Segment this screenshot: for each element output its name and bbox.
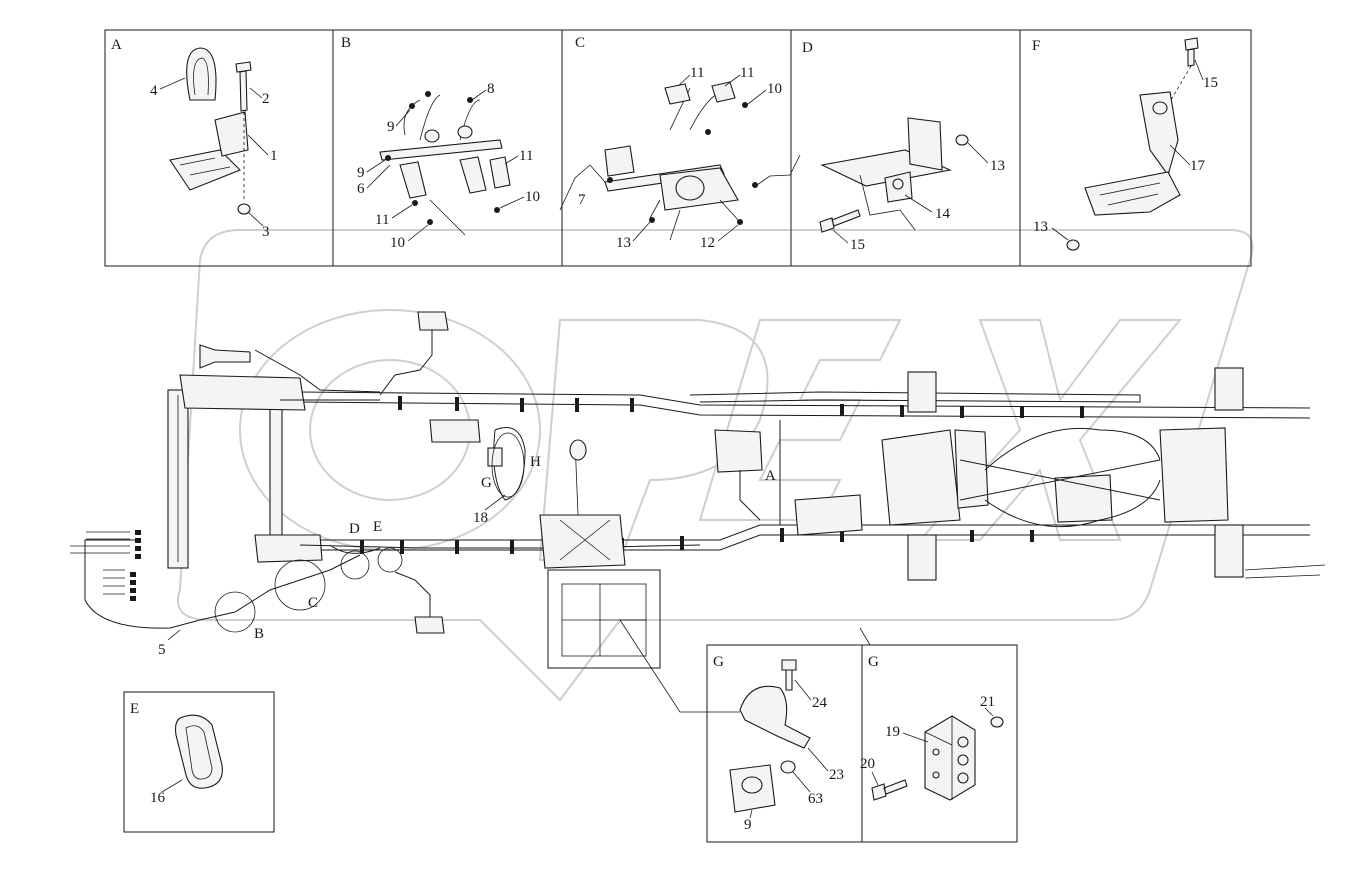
saddle-clamp xyxy=(739,685,811,749)
locator-e: E xyxy=(373,519,382,535)
detail-panel-d: D 13 14 15 xyxy=(790,29,1021,267)
detail-panel-c: C 11 11 10 7 13 12 xyxy=(559,29,801,267)
nut xyxy=(237,203,251,215)
locator-a: A xyxy=(765,468,776,484)
callout-g1-63: 63 xyxy=(808,791,823,807)
bolt-d xyxy=(819,209,861,233)
callout-main-5: 5 xyxy=(158,642,166,658)
lamp-top xyxy=(417,311,449,331)
callout-c-13: 13 xyxy=(616,235,631,251)
callout-a-3: 3 xyxy=(262,224,270,240)
detail-panel-g1: G 24 23 63 9 xyxy=(706,644,863,843)
callout-b-9b: 9 xyxy=(357,165,365,181)
fuel-tank xyxy=(547,569,661,669)
locator-g: G xyxy=(481,475,492,491)
callout-d-15: 15 xyxy=(850,237,865,253)
rear-axle-right xyxy=(1159,427,1229,523)
bolt-f xyxy=(1184,37,1199,67)
clamp-strap xyxy=(186,47,217,101)
panel-d-letter: D xyxy=(802,40,813,56)
horn xyxy=(199,344,251,369)
callout-c-10: 10 xyxy=(767,81,782,97)
panel-g1-letter: G xyxy=(713,654,724,670)
rear-axle-left xyxy=(881,429,961,526)
locator-circle-b xyxy=(214,591,256,633)
valve-block xyxy=(429,419,481,443)
bolt-g2 xyxy=(871,779,908,801)
detail-panel-e: E 16 xyxy=(123,691,275,833)
locator-circle-e xyxy=(377,547,403,573)
panel-b-letter: B xyxy=(341,35,351,51)
frame-rail-upper xyxy=(299,391,1311,419)
callout-b-8: 8 xyxy=(487,81,495,97)
panel-c-letter: C xyxy=(575,35,585,51)
panel-g2-letter: G xyxy=(868,654,879,670)
callout-main-18: 18 xyxy=(473,510,488,526)
callout-c-7: 7 xyxy=(578,192,586,208)
upper-rail-clips xyxy=(398,396,1084,418)
callout-e-16: 16 xyxy=(150,790,166,806)
callout-b-11b: 11 xyxy=(375,212,389,228)
left-connector-labels xyxy=(70,531,130,595)
panel-e-letter: E xyxy=(130,701,139,717)
bracket-f xyxy=(1139,91,1179,177)
locator-circle-d xyxy=(340,550,370,580)
nut-g2 xyxy=(990,716,1004,728)
callout-f-17: 17 xyxy=(1190,158,1206,174)
callout-d-14: 14 xyxy=(935,206,951,222)
callout-c-11b: 11 xyxy=(740,65,754,81)
callout-b-9a: 9 xyxy=(387,119,395,135)
callout-f-13: 13 xyxy=(1033,219,1048,235)
lamp-bottom xyxy=(414,616,445,634)
locator-h: H xyxy=(530,454,541,470)
callout-f-15: 15 xyxy=(1203,75,1218,91)
callout-g1-9: 9 xyxy=(744,817,752,833)
callout-d-13: 13 xyxy=(990,158,1005,174)
detail-panel-g2: G 21 19 20 xyxy=(860,644,1018,843)
detail-panel-f: F 15 17 13 xyxy=(1019,29,1252,267)
clamp-bolt xyxy=(781,659,797,691)
grommet xyxy=(174,714,223,789)
callout-g1-23: 23 xyxy=(829,767,844,783)
callout-c-11a: 11 xyxy=(690,65,704,81)
callout-a-1: 1 xyxy=(270,148,278,164)
chassis-main-view: A H G D E C B 18 5 xyxy=(70,311,1326,669)
locator-d: D xyxy=(349,521,360,537)
callout-b-10a: 10 xyxy=(525,189,540,205)
panel-a-letter: A xyxy=(111,37,122,53)
locator-c: C xyxy=(308,595,318,611)
callout-a-2: 2 xyxy=(262,91,270,107)
callout-g2-21: 21 xyxy=(980,694,995,710)
nut-f xyxy=(1066,239,1080,251)
locator-b: B xyxy=(254,626,264,642)
watermark xyxy=(177,229,1254,702)
locator-circle-c xyxy=(274,559,326,611)
nut-g xyxy=(780,760,796,774)
callout-g2-19: 19 xyxy=(885,724,900,740)
bolt xyxy=(235,61,252,112)
left-connectors xyxy=(130,530,141,601)
callout-g2-20: 20 xyxy=(860,756,875,772)
detail-panel-a: A 4 2 1 3 xyxy=(104,29,334,267)
nut-d xyxy=(955,134,969,146)
callout-b-6: 6 xyxy=(357,181,365,197)
callout-b-11a: 11 xyxy=(519,148,533,164)
mounting-bracket xyxy=(169,149,241,191)
locator-circle-g xyxy=(491,432,525,498)
callout-a-4: 4 xyxy=(150,83,158,99)
detail-panel-b: B 8 9 11 9 6 10 11 10 xyxy=(332,29,563,267)
panel-f-letter: F xyxy=(1032,38,1040,54)
callout-g1-24: 24 xyxy=(812,695,828,711)
callout-b-10b: 10 xyxy=(390,235,405,251)
callout-c-12: 12 xyxy=(700,235,715,251)
harness-rail xyxy=(379,139,503,161)
frame-rail-lower xyxy=(260,524,1310,551)
rear-differential xyxy=(1054,474,1113,523)
